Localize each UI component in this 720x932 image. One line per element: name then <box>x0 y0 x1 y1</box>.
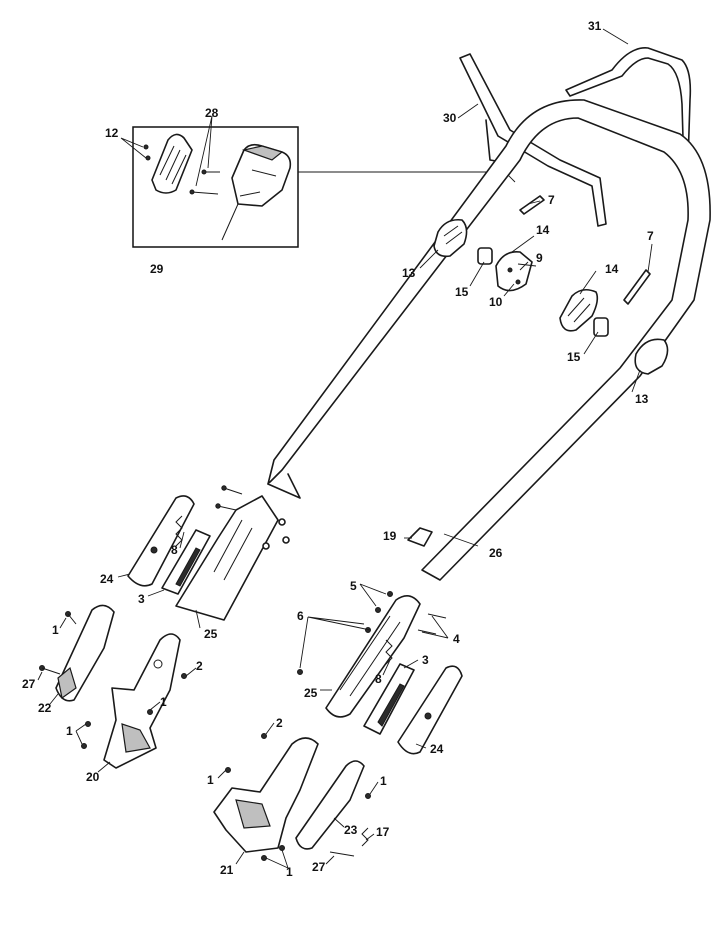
callout-24-left: 24 <box>100 572 114 586</box>
bracket-23 <box>295 760 365 850</box>
latch-3-left <box>161 529 211 595</box>
bracket-22 <box>55 604 115 702</box>
callout-15-left: 15 <box>455 285 469 299</box>
upper-handle-tube <box>267 99 711 581</box>
guide-19 <box>407 527 433 547</box>
cover-24-left <box>127 495 195 587</box>
callout-23: 23 <box>344 823 358 837</box>
spacer-15-left <box>477 247 493 265</box>
mount-21 <box>213 737 319 853</box>
callout-27-right: 27 <box>312 860 326 874</box>
clamp-14-left <box>495 250 533 292</box>
callout-19: 19 <box>383 529 397 543</box>
callout-10: 10 <box>489 295 503 309</box>
callout-25-left: 25 <box>204 627 218 641</box>
tube-25-right <box>325 595 421 718</box>
callout-2-right: 2 <box>276 716 283 730</box>
callout-20: 20 <box>86 770 100 784</box>
callout-2-left: 2 <box>196 659 203 673</box>
callout-27-left: 27 <box>22 677 36 691</box>
bolt-set-top-left <box>215 485 290 550</box>
callout-13-right: 13 <box>635 392 649 406</box>
callout-25-right: 25 <box>304 686 318 700</box>
callout-1-b: 1 <box>160 695 167 709</box>
knob-13-right <box>634 338 669 375</box>
lower-handle-tube <box>175 495 279 621</box>
callout-7-right: 7 <box>647 229 654 243</box>
callout-1-a: 1 <box>52 623 59 637</box>
callout-3-right: 3 <box>422 653 429 667</box>
callout-15-right: 15 <box>567 350 581 364</box>
mount-20 <box>103 633 181 769</box>
callout-1-f: 1 <box>286 865 293 879</box>
callout-22: 22 <box>38 701 52 715</box>
cover-24-right <box>397 665 463 755</box>
callout-21: 21 <box>220 863 234 877</box>
callout-17: 17 <box>376 825 390 839</box>
leader-lines <box>37 28 653 869</box>
callout-1-d: 1 <box>207 773 214 787</box>
callout-8-right: 8 <box>375 672 382 686</box>
cable-clip-7 <box>519 195 651 305</box>
callout-4: 4 <box>453 632 460 646</box>
callout-24-right: 24 <box>430 742 444 756</box>
bolt-9-left <box>515 263 537 285</box>
callout-9: 9 <box>536 251 543 265</box>
callout-1-e: 1 <box>380 774 387 788</box>
callout-26: 26 <box>489 546 503 560</box>
knob-13-left <box>433 218 468 258</box>
inset-cable-actuator-28 <box>189 143 292 241</box>
callout-12: 12 <box>105 126 119 140</box>
callout-labels: 31 30 28 12 29 7 14 9 13 15 10 7 14 15 1… <box>22 19 654 879</box>
callout-14-right: 14 <box>605 262 619 276</box>
callout-3-left: 3 <box>138 592 145 606</box>
inset-trigger-clip-12 <box>143 133 193 194</box>
callout-28: 28 <box>205 106 219 120</box>
callout-13-left: 13 <box>402 266 416 280</box>
callout-1-c: 1 <box>66 724 73 738</box>
callout-6: 6 <box>297 609 304 623</box>
spring-8-left <box>175 515 183 547</box>
callout-29: 29 <box>150 262 164 276</box>
callout-30: 30 <box>443 111 457 125</box>
callout-14-left: 14 <box>536 223 550 237</box>
spacer-15-right <box>593 317 609 337</box>
knob-14-right <box>559 288 599 332</box>
callout-8-left: 8 <box>171 543 178 557</box>
callout-7-left: 7 <box>548 193 555 207</box>
latch-3-right <box>363 663 415 735</box>
callout-31: 31 <box>588 19 602 33</box>
callout-5: 5 <box>350 579 357 593</box>
